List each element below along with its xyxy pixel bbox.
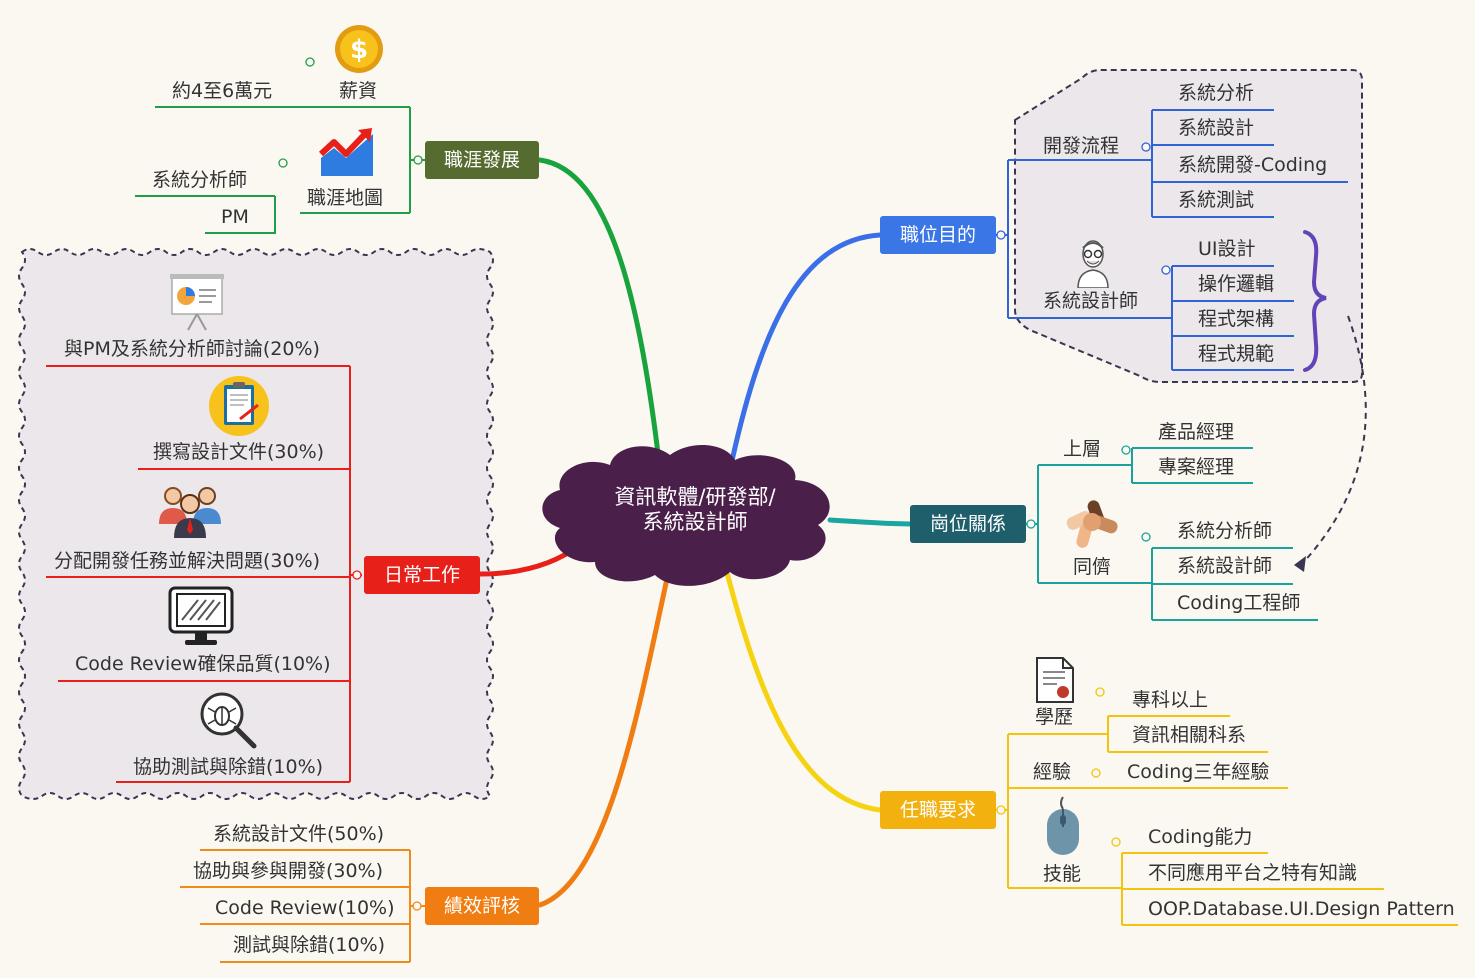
experience-label[interactable]: 經驗: [1033, 761, 1072, 783]
daily-item-4[interactable]: 協助測試與除錯(10%): [133, 756, 324, 778]
kpi-item-2[interactable]: Code Review(10%): [215, 897, 395, 919]
central-topic[interactable]: 資訊軟體/研發部/ 系統設計師: [610, 485, 780, 535]
kpi-item-1[interactable]: 協助與參與開發(30%): [193, 860, 384, 882]
skills-item-2[interactable]: OOP.Database.UI.Design Pattern: [1148, 898, 1455, 920]
designer-item-1[interactable]: 操作邏輯: [1198, 273, 1275, 295]
kpi-item-3[interactable]: 測試與除錯(10%): [233, 934, 386, 956]
peers-label[interactable]: 同儕: [1073, 556, 1112, 578]
peers-item-2[interactable]: Coding工程師: [1177, 592, 1301, 614]
certificate-icon: [1035, 656, 1075, 708]
process-item-2[interactable]: 系統開發-Coding: [1178, 154, 1328, 176]
designer-item-2[interactable]: 程式架構: [1198, 308, 1275, 330]
daily-item-1[interactable]: 撰寫設計文件(30%): [153, 441, 325, 463]
svg-text:$: $: [350, 35, 368, 65]
designer-item-0[interactable]: UI設計: [1198, 238, 1256, 260]
upper-item-0[interactable]: 產品經理: [1158, 421, 1235, 443]
dollar-coin-icon: $: [334, 24, 384, 78]
daily-item-0[interactable]: 與PM及系統分析師討論(20%): [64, 338, 320, 360]
skills-item-0[interactable]: Coding能力: [1148, 826, 1253, 848]
daily-item-2[interactable]: 分配開發任務並解決問題(30%): [54, 550, 321, 572]
rising-chart-icon: [318, 126, 376, 186]
skills-label[interactable]: 技能: [1043, 863, 1082, 885]
person-glasses-icon: [1073, 236, 1113, 292]
daily-item-3[interactable]: Code Review確保品質(10%): [75, 653, 331, 675]
career-map-label[interactable]: 職涯地圖: [307, 187, 384, 209]
education-item-0[interactable]: 專科以上: [1132, 689, 1209, 711]
career-item-1[interactable]: PM: [221, 206, 249, 228]
education-item-1[interactable]: 資訊相關科系: [1132, 724, 1247, 746]
branch-purpose[interactable]: 職位目的: [880, 216, 996, 254]
bug-magnifier-icon: [198, 690, 260, 754]
kpi-item-0[interactable]: 系統設計文件(50%): [213, 823, 385, 845]
career-item-0[interactable]: 系統分析師: [152, 169, 248, 191]
process-item-3[interactable]: 系統測試: [1178, 189, 1255, 211]
process-item-1[interactable]: 系統設計: [1178, 117, 1255, 139]
branch-requirements[interactable]: 任職要求: [880, 791, 996, 829]
process-item-0[interactable]: 系統分析: [1178, 82, 1255, 104]
branch-daily-work[interactable]: 日常工作: [364, 556, 480, 594]
clipboard-document-icon: [208, 375, 270, 441]
designer-label[interactable]: 系統設計師: [1043, 290, 1139, 312]
central-topic-line1: 資訊軟體/研發部/: [614, 485, 776, 509]
experience-item-0[interactable]: Coding三年經驗: [1127, 761, 1270, 783]
designer-item-3[interactable]: 程式規範: [1198, 343, 1275, 365]
team-people-icon: [155, 480, 225, 544]
peers-item-0[interactable]: 系統分析師: [1177, 520, 1273, 542]
skills-item-1[interactable]: 不同應用平台之特有知識: [1148, 862, 1358, 884]
upper-label[interactable]: 上層: [1063, 438, 1102, 460]
process-label[interactable]: 開發流程: [1043, 135, 1120, 157]
upper-item-1[interactable]: 專案經理: [1158, 456, 1235, 478]
branch-kpi[interactable]: 績效評核: [425, 887, 539, 925]
peers-item-1[interactable]: 系統設計師: [1177, 555, 1273, 577]
branch-relations[interactable]: 崗位關係: [910, 505, 1026, 543]
education-label[interactable]: 學歷: [1035, 706, 1074, 728]
center-cloud-shape: [542, 444, 830, 586]
branch-career[interactable]: 職涯發展: [425, 141, 539, 179]
salary-value[interactable]: 約4至6萬元: [172, 80, 273, 102]
joined-hands-icon: [1062, 494, 1122, 554]
mouse-icon: [1045, 795, 1081, 861]
monitor-icon: [168, 586, 234, 652]
presentation-board-icon: [168, 272, 226, 336]
central-topic-line2: 系統設計師: [642, 510, 748, 534]
salary-label[interactable]: 薪資: [339, 80, 378, 102]
